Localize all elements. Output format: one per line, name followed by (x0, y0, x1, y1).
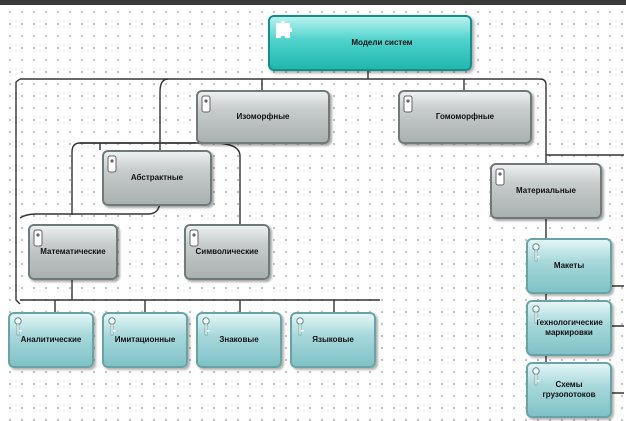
node-mathematical-label: Математические (40, 247, 106, 256)
node-analytical-label: Аналитические (20, 335, 82, 344)
node-homomorphic-label: Гомоморфные (435, 112, 495, 121)
node-simulation-label: Имитационные (114, 335, 176, 344)
node-material[interactable]: Материальные (490, 163, 602, 219)
node-symbolic-label: Символические (195, 247, 259, 256)
node-simulation[interactable]: Имитационные (102, 312, 188, 368)
node-language-label: Языковые (312, 335, 354, 344)
lock-icon (189, 229, 199, 247)
node-analytical[interactable]: Аналитические (8, 312, 94, 368)
node-sign-label: Знаковые (219, 335, 259, 344)
top-border (0, 0, 626, 5)
key-icon (532, 243, 540, 262)
node-tech-maps-label: Технологические маркировки (535, 318, 603, 337)
key-icon (14, 317, 22, 336)
node-homomorphic[interactable]: Гомоморфные (398, 90, 532, 144)
node-flow-charts-label: Схемы грузопотоков (542, 380, 596, 399)
lock-icon (403, 95, 413, 113)
node-isomorphic[interactable]: Изоморфные (196, 90, 330, 144)
node-abstract[interactable]: Абстрактные (102, 150, 212, 206)
puzzle-icon (276, 21, 292, 38)
node-mathematical[interactable]: Математические (28, 224, 118, 280)
key-icon (296, 317, 304, 336)
node-mockups[interactable]: Макеты (526, 238, 612, 294)
lock-icon (107, 155, 117, 173)
node-material-label: Материальные (516, 186, 576, 195)
node-isomorphic-label: Изоморфные (236, 112, 290, 121)
node-mockups-label: Макеты (553, 261, 585, 270)
key-icon (532, 367, 540, 386)
node-tech-maps[interactable]: Технологические маркировки (526, 300, 612, 356)
root-label: Модели систем (351, 38, 413, 47)
lock-icon (495, 168, 505, 186)
node-sign[interactable]: Знаковые (196, 312, 282, 368)
node-flow-charts[interactable]: Схемы грузопотоков (526, 362, 612, 418)
lock-icon (201, 95, 211, 113)
node-abstract-label: Абстрактные (130, 173, 184, 182)
key-icon (202, 317, 210, 336)
node-language[interactable]: Языковые (290, 312, 376, 368)
node-symbolic[interactable]: Символические (184, 224, 270, 280)
key-icon (532, 305, 540, 324)
root-node[interactable]: Модели систем (268, 15, 472, 71)
lock-icon (33, 229, 43, 247)
key-icon (108, 317, 116, 336)
